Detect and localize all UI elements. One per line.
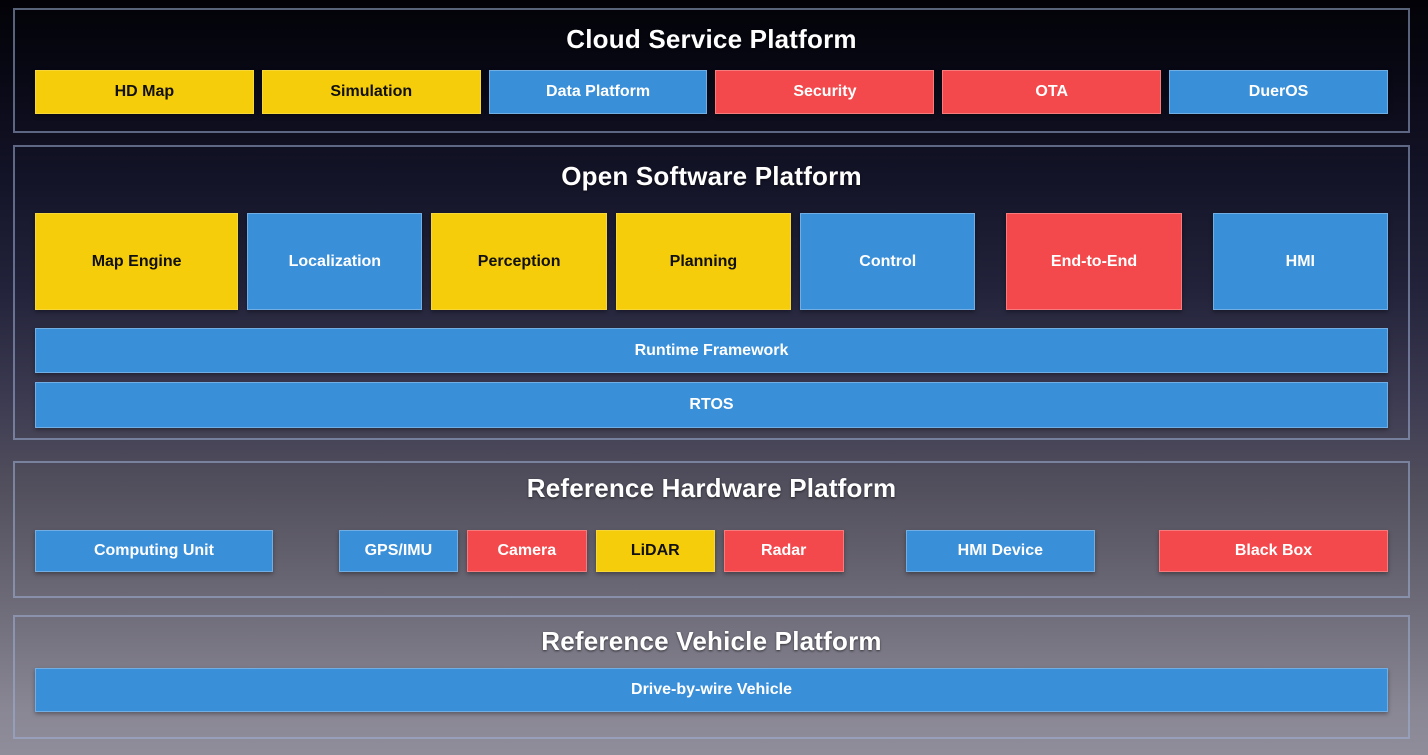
platform-cloud-service: Cloud Service Platform HD Map Simulation…	[13, 8, 1410, 133]
module-control: Control	[800, 213, 976, 310]
cloud-modules-row: HD Map Simulation Data Platform Security…	[35, 70, 1388, 114]
module-dueros: DuerOS	[1169, 70, 1388, 114]
module-hmi: HMI	[1212, 213, 1388, 310]
module-planning: Planning	[615, 213, 792, 310]
module-computing-unit: Computing Unit	[35, 530, 273, 572]
module-end-to-end: End-to-End	[1006, 213, 1182, 310]
hardware-modules-row: Computing Unit GPS/IMU Camera LiDAR Rada…	[35, 530, 1388, 572]
module-ota: OTA	[942, 70, 1162, 114]
module-gps-imu: GPS/IMU	[338, 530, 458, 572]
platform-reference-hardware: Reference Hardware Platform Computing Un…	[13, 461, 1410, 598]
platform-title-open-software: Open Software Platform	[561, 161, 862, 191]
module-simulation: Simulation	[261, 70, 481, 114]
module-map-engine: Map Engine	[35, 213, 239, 310]
bar-rtos: RTOS	[35, 382, 1388, 428]
module-localization: Localization	[247, 213, 423, 310]
platform-reference-vehicle: Reference Vehicle Platform Drive-by-wire…	[13, 615, 1410, 739]
bar-runtime-framework: Runtime Framework	[35, 328, 1388, 373]
module-perception: Perception	[431, 213, 607, 310]
module-hmi-device: HMI Device	[905, 530, 1096, 572]
bar-drive-by-wire-vehicle: Drive-by-wire Vehicle	[35, 668, 1388, 712]
module-radar: Radar	[723, 530, 844, 572]
platform-title-reference-hardware: Reference Hardware Platform	[526, 473, 897, 503]
module-black-box: Black Box	[1159, 530, 1388, 572]
platform-title-cloud-service: Cloud Service Platform	[566, 24, 857, 54]
module-camera: Camera	[466, 530, 587, 572]
platform-open-software: Open Software Platform Map Engine Locali…	[13, 145, 1410, 440]
platform-title-reference-vehicle: Reference Vehicle Platform	[541, 626, 882, 656]
module-data-platform: Data Platform	[488, 70, 708, 114]
software-modules-row: Map Engine Localization Perception Plann…	[35, 213, 1388, 310]
module-security: Security	[715, 70, 935, 114]
module-hd-map: HD Map	[35, 70, 254, 114]
module-lidar: LiDAR	[595, 530, 715, 572]
